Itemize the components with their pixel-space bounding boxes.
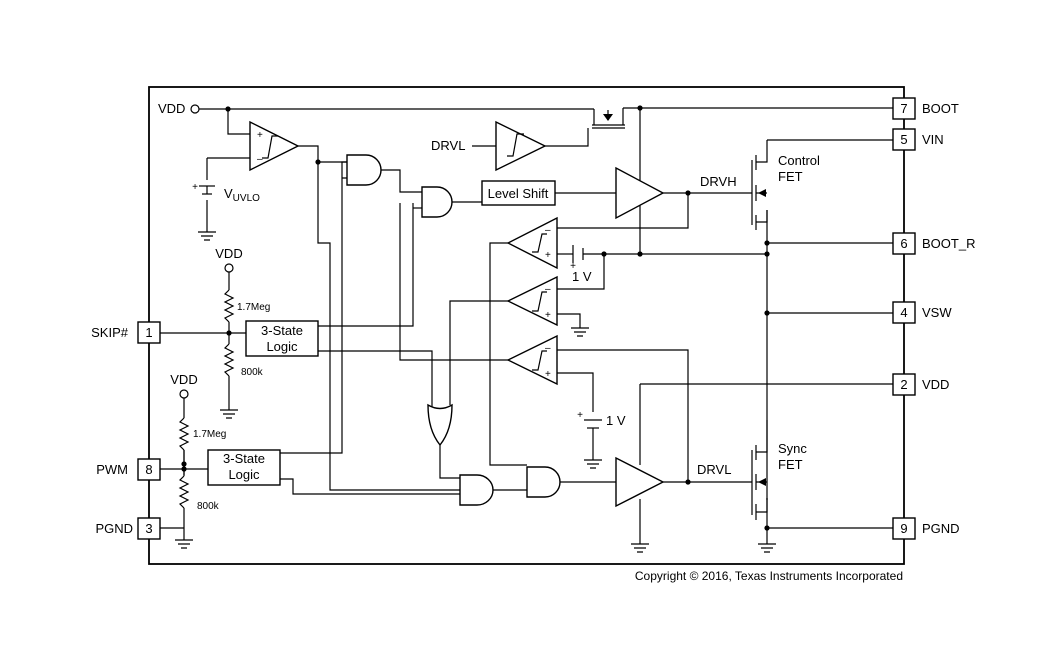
vuvlo-label: VUVLO <box>224 186 260 204</box>
control-fet-label-2: FET <box>778 169 803 184</box>
pin-3-pgnd: 3 PGND <box>95 517 161 540</box>
ref2-label: 1 V <box>606 413 626 428</box>
r1-top-value: 1.7Meg <box>237 302 270 313</box>
pin-5-vin: 5 VIN <box>892 128 944 151</box>
tri-state-logic-2: 3-State Logic <box>207 449 281 486</box>
pin-6-boot-r: 6 BOOT_R <box>892 232 975 255</box>
control-fet <box>751 148 768 230</box>
pin-8-number: 8 <box>145 462 152 477</box>
pin-6-label: BOOT_R <box>922 236 975 251</box>
pin-6-number: 6 <box>900 236 907 251</box>
pin-5-label: VIN <box>922 132 944 147</box>
pin-2-vdd: 2 VDD <box>892 373 949 396</box>
logic2-line2: Logic <box>228 467 260 482</box>
r2-bottom-value: 800k <box>197 501 220 512</box>
logic1-line1: 3-State <box>261 323 303 338</box>
and-gate-4 <box>526 466 561 498</box>
vdd-terminal-top <box>224 263 234 273</box>
low-side-driver <box>615 456 665 508</box>
comparator-drvl: – + <box>506 334 558 386</box>
ref1-label: 1 V <box>572 269 592 284</box>
level-shift-label: Level Shift <box>488 186 549 201</box>
pin-4-number: 4 <box>900 305 907 320</box>
pin-5-number: 5 <box>900 132 907 147</box>
junctions <box>181 105 770 531</box>
uvlo-minus: – <box>257 154 263 165</box>
pin-8-pwm: 8 PWM <box>96 458 161 481</box>
ground-symbols <box>175 231 776 553</box>
comparator-vsw: – + <box>506 275 558 327</box>
and-gate-3 <box>459 474 494 506</box>
pin-9-number: 9 <box>900 521 907 536</box>
vdd-input-terminal <box>190 104 200 114</box>
and-gate-1 <box>346 154 382 186</box>
comp-drvl-minus: – <box>545 343 551 354</box>
sync-fet-label-2: FET <box>778 457 803 472</box>
vdd-input-label: VDD <box>158 101 185 116</box>
vdd-top-label: VDD <box>215 246 242 261</box>
and-gate-2 <box>421 186 453 218</box>
drvl-input-label: DRVL <box>431 138 465 153</box>
sync-fet <box>751 436 768 520</box>
pin-8-label: PWM <box>96 462 128 477</box>
comp-boot-minus: – <box>545 225 551 236</box>
pin-4-label: VSW <box>922 305 952 320</box>
pin-2-number: 2 <box>900 377 907 392</box>
level-shift-box: Level Shift <box>481 180 556 206</box>
comparator-boot: – + <box>506 216 558 270</box>
pin-7-label: BOOT <box>922 101 959 116</box>
or-gate <box>427 403 453 447</box>
uvlo-reference-battery: + <box>192 182 215 195</box>
uvlo-plus: + <box>257 130 263 141</box>
vdd-terminal-bottom <box>179 389 189 399</box>
comp-vsw-minus: – <box>545 284 551 295</box>
control-fet-label-1: Control <box>778 153 820 168</box>
tri-state-logic-1: 3-State Logic <box>245 320 319 357</box>
pin-1-label: SKIP# <box>91 325 129 340</box>
reference-1v-bottom: + <box>577 410 602 429</box>
comp-vsw-plus: + <box>545 310 551 321</box>
uvlo-comparator: + – <box>249 120 300 172</box>
pin-1-number: 1 <box>145 325 152 340</box>
drvl-label: DRVL <box>697 462 731 477</box>
ref2-plus-sign: + <box>577 410 583 421</box>
sync-fet-label-1: Sync <box>778 441 807 456</box>
drvl-schmitt-buffer <box>495 120 547 172</box>
logic2-line1: 3-State <box>223 451 265 466</box>
pin-3-label: PGND <box>95 521 133 536</box>
ref1-plus-sign: + <box>570 261 576 272</box>
comp-drvl-plus: + <box>545 369 551 380</box>
reference-1v-top: + <box>570 245 584 272</box>
pin-1-skip: 1 SKIP# <box>91 321 161 344</box>
pin-4-vsw: 4 VSW <box>892 301 952 324</box>
pin-2-label: VDD <box>922 377 949 392</box>
pin-9-pgnd: 9 PGND <box>892 517 960 540</box>
r1-bottom-value: 800k <box>241 367 264 378</box>
resistors <box>178 289 235 509</box>
battery-plus-sign: + <box>192 182 198 193</box>
vdd-bottom-label: VDD <box>170 372 197 387</box>
copyright-notice: Copyright © 2016, Texas Instruments Inco… <box>635 569 903 583</box>
comp-boot-plus: + <box>545 250 551 261</box>
pin-9-label: PGND <box>922 521 960 536</box>
r2-top-value: 1.7Meg <box>193 429 226 440</box>
pin-7-boot: 7 BOOT <box>892 97 959 120</box>
wires <box>160 107 893 544</box>
pin-7-number: 7 <box>900 101 907 116</box>
drvh-label: DRVH <box>700 174 737 189</box>
high-side-driver <box>615 166 665 220</box>
logic1-line2: Logic <box>266 339 298 354</box>
pin-3-number: 3 <box>145 521 152 536</box>
